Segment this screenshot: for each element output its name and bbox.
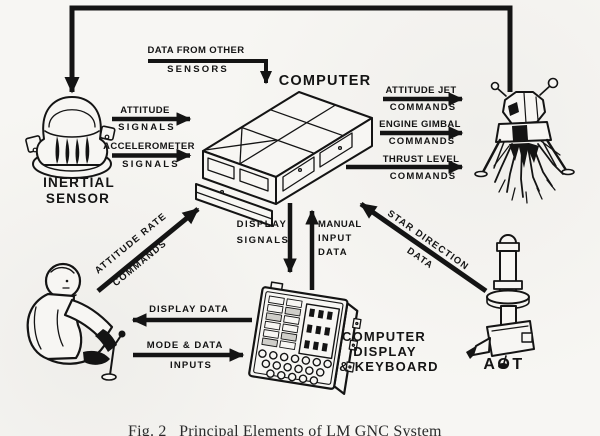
computer-drawing [195,91,373,227]
astronaut-drawing [26,262,126,381]
dsky-label-line1: COMPUTER [342,329,426,344]
aot-drawing [466,234,535,369]
data-from-other-sensors-label-line2: SENSORS [167,64,229,75]
manual-input-data-label-line2: INPUT [318,233,353,244]
arrow-star-direction-data [359,201,488,294]
display-signals-label-line1: DISPLAY [236,219,288,230]
display-data-label: DISPLAY DATA [149,304,229,315]
mode-data-inputs-label-line1: MODE & DATA [146,340,224,351]
dsky-indicator-grid [261,295,303,351]
thrust-level-commands-label-line1: THRUST LEVEL [382,154,460,165]
dsky-label-line2: DISPLAY [353,344,417,359]
lunar-module-drawing [474,77,575,204]
attitude-jet-commands-label-line2: COMMANDS [389,102,457,113]
display-signals-label-line2: SIGNALS [236,235,290,246]
dsky-keypad [258,349,332,385]
figure-caption: Fig. 2 Principal Elements of LM GNC Syst… [128,423,442,436]
thrust-level-commands-label-line2: COMMANDS [389,171,457,182]
connector-arrows [64,5,513,362]
dsky-drawing [248,281,362,395]
exhaust-plume [493,140,564,204]
dsky-display [298,303,341,360]
inertial-sensor-drawing [25,96,116,179]
inertial-sensor-label-line1: INERTIAL [43,175,115,190]
accelerometer-signals-label-line1: ACCELEROMETER [103,141,195,152]
accelerometer-signals-label-line2: SIGNALS [122,159,180,170]
engine-gimbal-commands-label-line1: ENGINE GIMBAL [379,119,461,130]
inertial-sensor-label-line2: SENSOR [45,191,111,206]
attitude-jet-commands-label-line1: ATTITUDE JET [385,85,457,96]
motion-feedback-label: MOTION FEEDBACK [233,0,337,1]
computer-label: COMPUTER [278,73,372,89]
manual-input-data-label-line1: MANUAL [318,219,362,230]
data-from-other-sensors-label-line1: DATA FROM OTHER [147,45,245,56]
engine-gimbal-commands-label-line2: COMMANDS [388,136,456,147]
attitude-signals-label-line2: SIGNALS [118,122,176,133]
manual-input-data-label-line3: DATA [318,247,348,258]
mode-data-inputs-label-line2: INPUTS [169,360,213,371]
attitude-signals-label-line1: ATTITUDE [120,105,170,116]
aot-label: AOT [483,356,525,373]
arrow-attitude-rate-commands [96,207,200,293]
arrow-motion-feedback [64,5,513,94]
arrow-data-from-other-sensors [148,59,272,85]
dsky-label-line3: & KEYBOARD [339,359,439,374]
